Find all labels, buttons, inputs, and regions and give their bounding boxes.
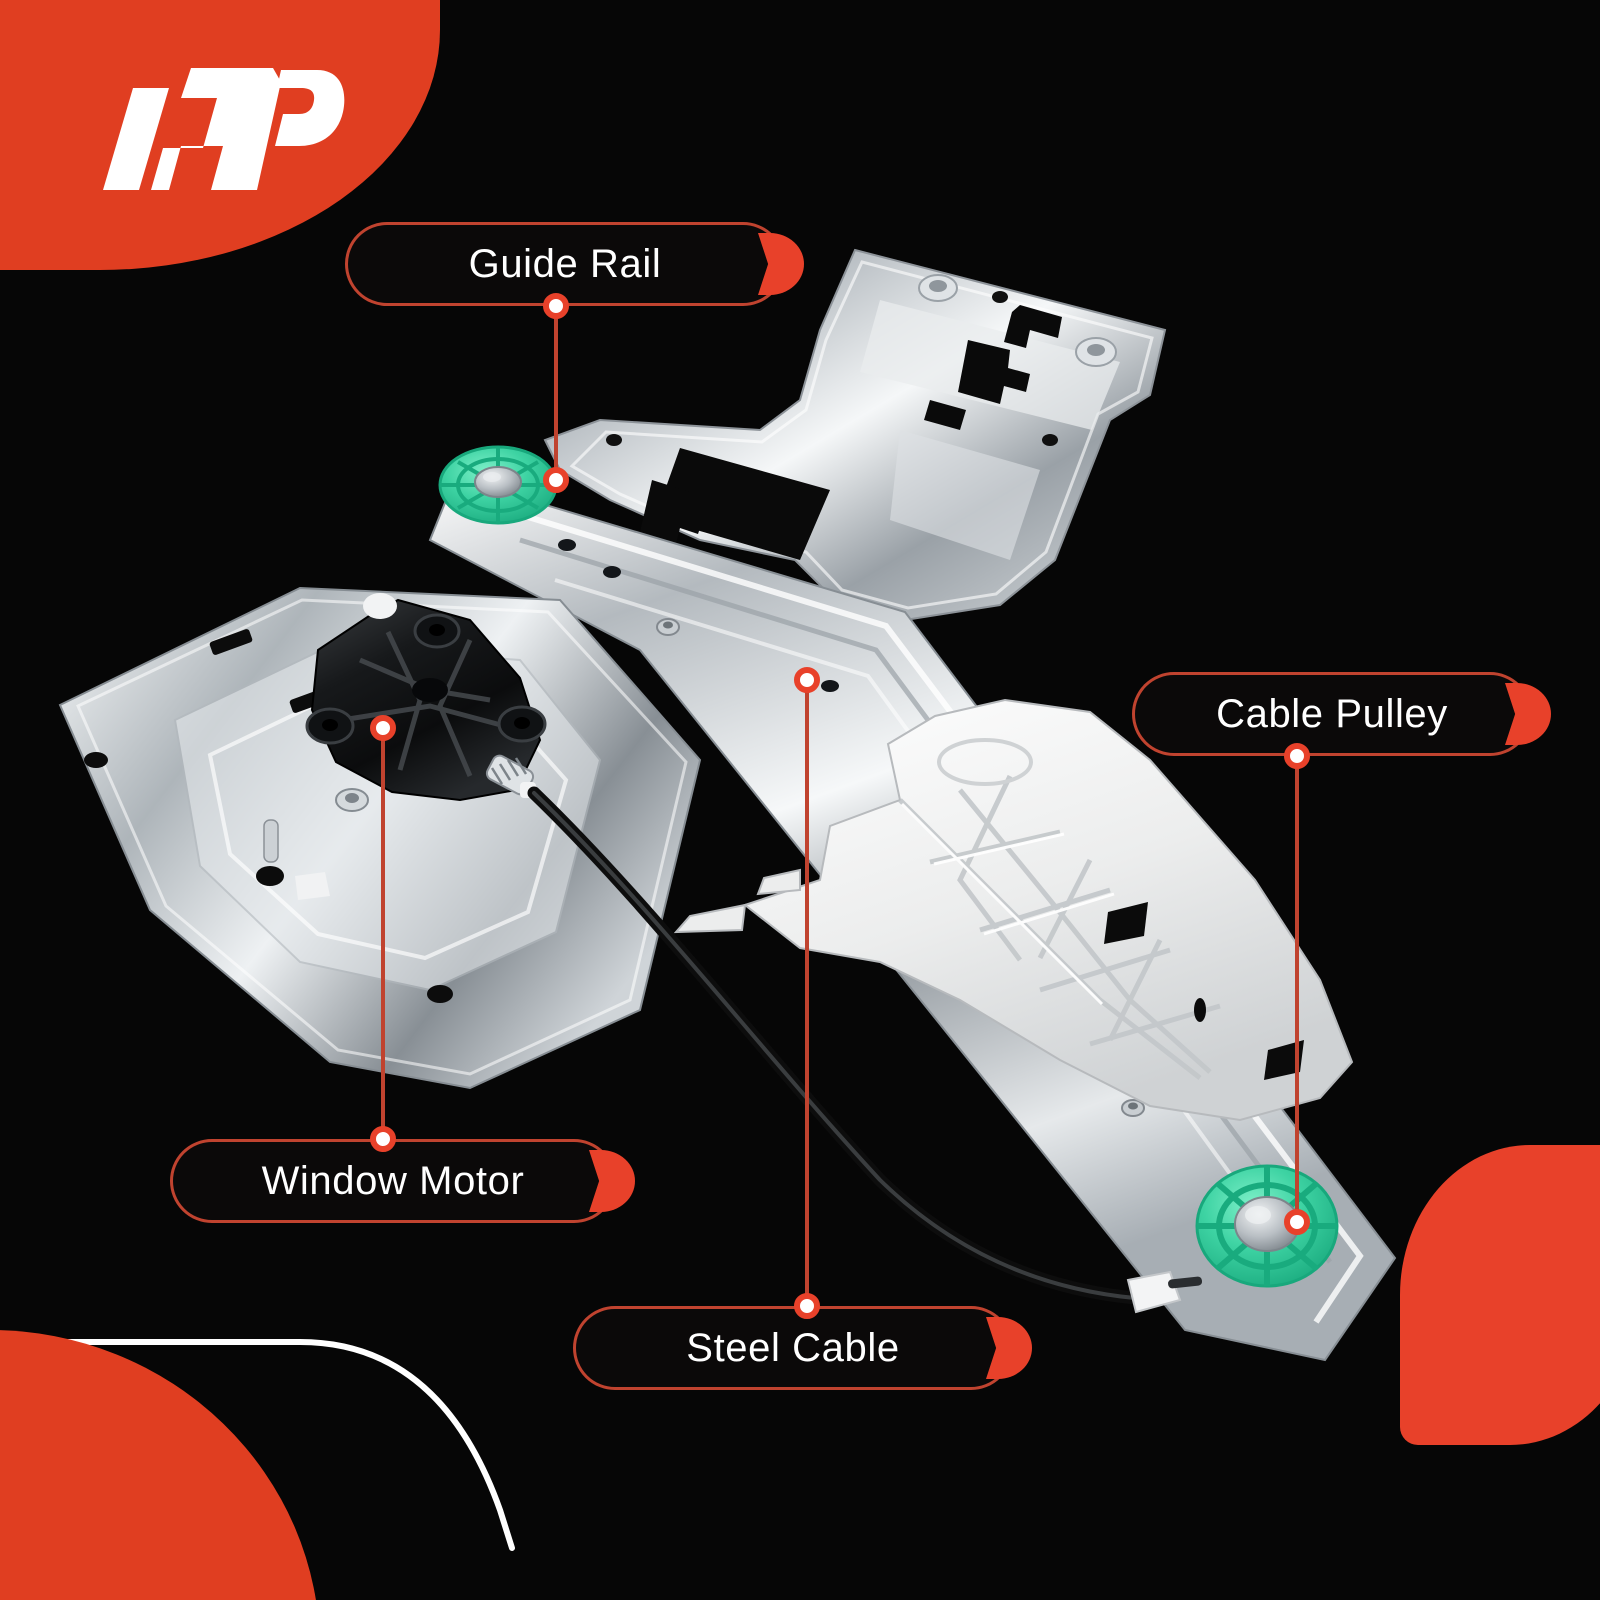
cable-pulley-upper bbox=[438, 445, 558, 525]
connector-dot-window-motor-anchor bbox=[370, 715, 396, 741]
brand-logo bbox=[85, 60, 345, 210]
steel-cable-part bbox=[485, 754, 1203, 1314]
callout-window-motor[interactable]: Window Motor bbox=[170, 1139, 635, 1223]
cable-pulley-lower bbox=[1195, 1164, 1339, 1288]
window-motor-part bbox=[305, 593, 547, 802]
connector-dot-steel-cable-pill bbox=[794, 1293, 820, 1319]
callout-cable-pulley-label: Cable Pulley bbox=[1216, 691, 1448, 736]
connector-dot-steel-cable-anchor bbox=[794, 667, 820, 693]
leader-line-cable-pulley bbox=[1295, 756, 1299, 1222]
connector-dot-window-motor-pill bbox=[370, 1126, 396, 1152]
leader-line-steel-cable bbox=[805, 680, 809, 1306]
leader-line-window-motor bbox=[381, 728, 385, 1139]
hp-italic-logo bbox=[103, 68, 345, 190]
callout-guide-rail-label: Guide Rail bbox=[468, 241, 662, 286]
connector-dot-cable-pulley-anchor bbox=[1284, 1209, 1310, 1235]
callout-cable-pulley[interactable]: Cable Pulley bbox=[1132, 672, 1551, 756]
leader-line-guide-rail bbox=[554, 306, 558, 480]
connector-dot-guide-rail-anchor bbox=[543, 467, 569, 493]
window-carrier bbox=[673, 698, 1354, 1122]
connector-dot-guide-rail-pill bbox=[543, 293, 569, 319]
callout-guide-rail[interactable]: Guide Rail bbox=[345, 222, 804, 306]
upper-bracket bbox=[543, 248, 1167, 622]
decor-red-lens bbox=[1400, 1145, 1600, 1445]
callout-steel-cable-label: Steel Cable bbox=[686, 1325, 900, 1370]
callout-steel-cable[interactable]: Steel Cable bbox=[573, 1306, 1032, 1390]
connector-dot-cable-pulley-pill bbox=[1284, 743, 1310, 769]
callout-window-motor-label: Window Motor bbox=[261, 1158, 525, 1203]
